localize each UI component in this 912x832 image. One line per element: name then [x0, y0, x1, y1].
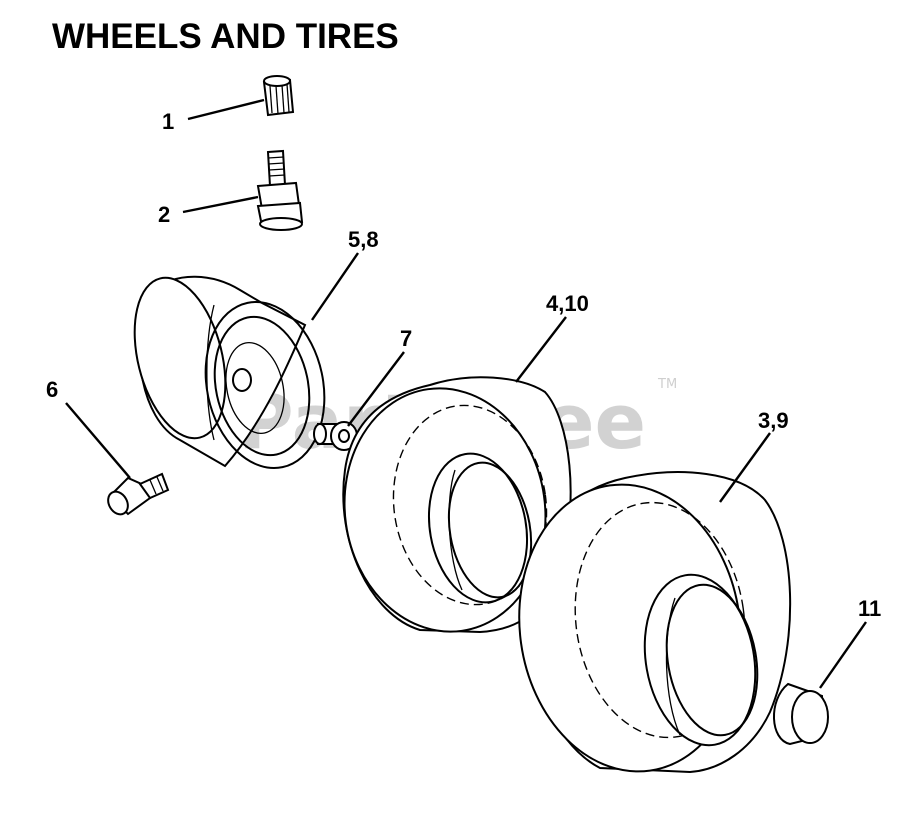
callout-11: 11 [858, 596, 881, 621]
grease-fitting-part [107, 472, 170, 516]
valve-stem-part [256, 149, 304, 231]
rear-tire-part [518, 471, 792, 774]
leader-lines [65, 98, 867, 689]
diagram-title: WHEELS AND TIRES [52, 17, 399, 56]
callout-7: 7 [400, 326, 412, 351]
callout-6: 6 [46, 377, 58, 402]
callout-3-9: 3,9 [758, 408, 789, 433]
callout-4-10: 4,10 [546, 291, 589, 316]
callout-1: 1 [162, 109, 174, 134]
front-tire-part [342, 376, 572, 634]
callout-5-8: 5,8 [348, 227, 379, 252]
watermark-trademark: TM [657, 377, 677, 392]
cap-part [773, 682, 829, 746]
bushing-part [313, 421, 358, 451]
valve-cap-part [262, 75, 295, 117]
rim-part [133, 275, 326, 470]
callout-2: 2 [158, 202, 170, 227]
